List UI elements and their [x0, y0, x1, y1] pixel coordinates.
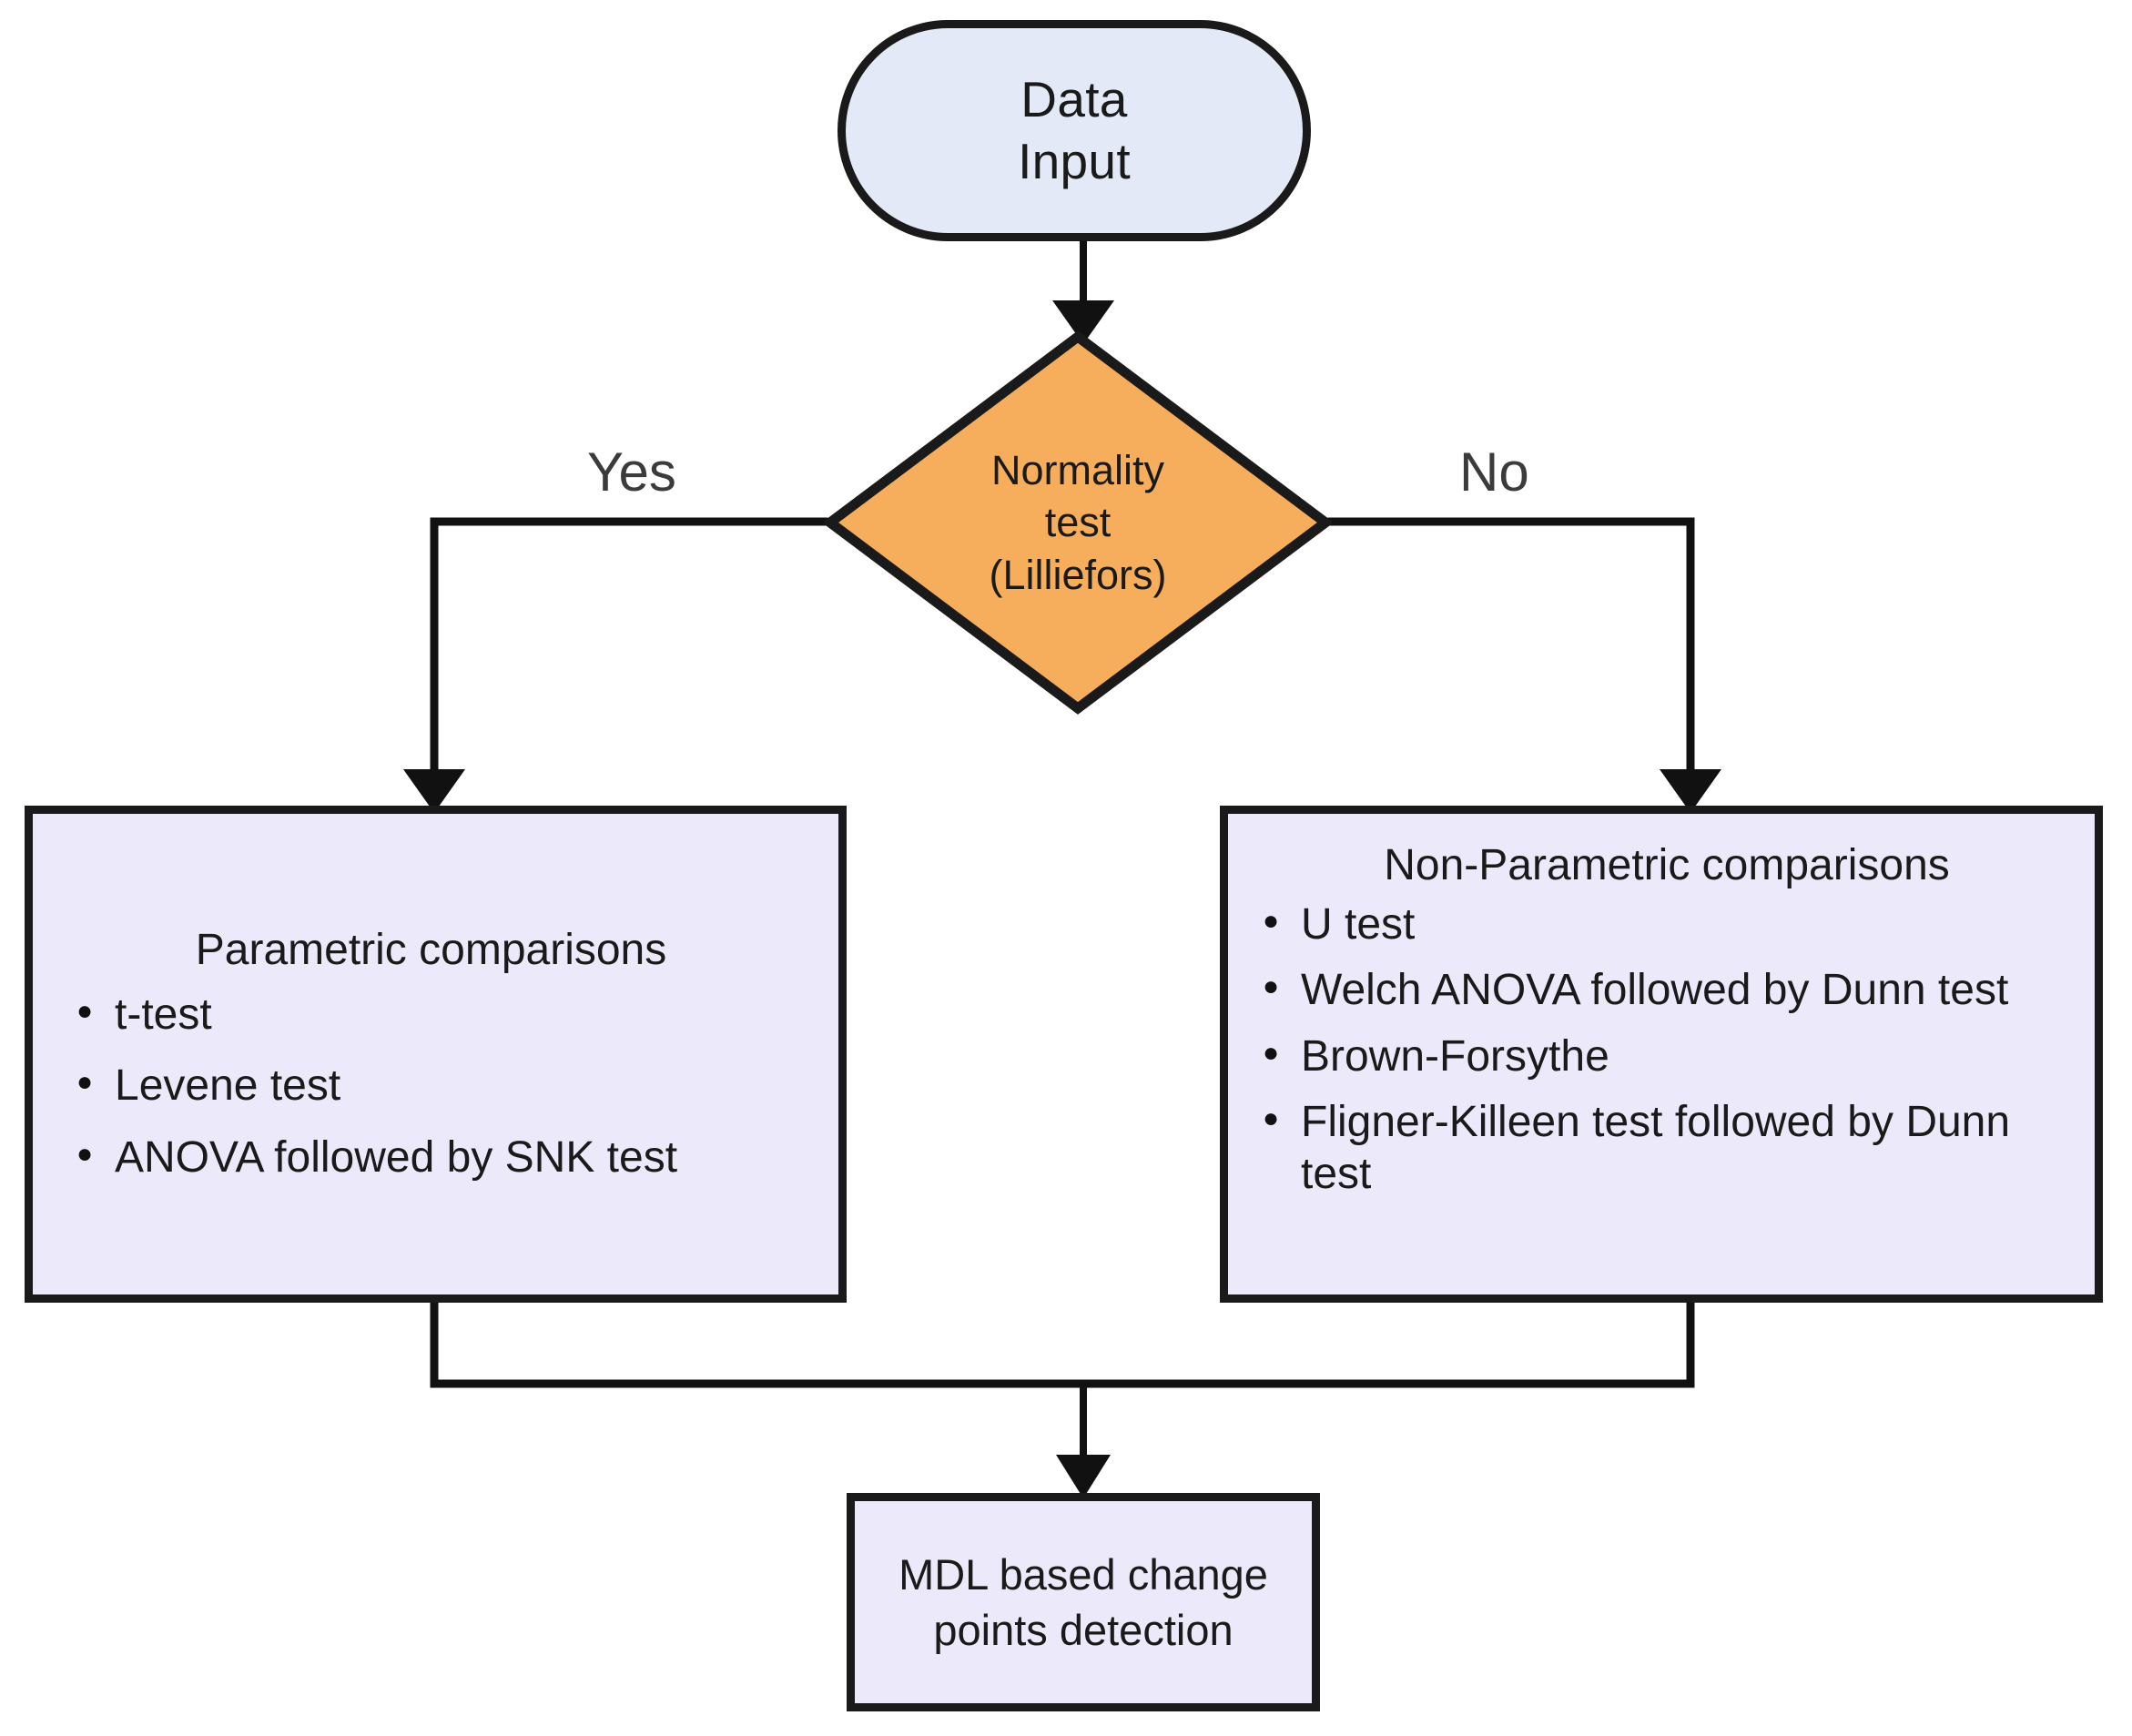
nonparametric-test-list: U test Welch ANOVA followed by Dunn test…	[1261, 898, 2073, 1201]
list-item: U test	[1261, 898, 2073, 951]
edge-label-yes: Yes	[587, 442, 676, 503]
list-item: Welch ANOVA followed by Dunn test	[1261, 963, 2073, 1017]
node-nonparametric-title: Non-Parametric comparisons	[1384, 841, 1950, 889]
edge-merge-to-result	[430, 1298, 1695, 1498]
list-item: t-test	[75, 988, 815, 1041]
node-parametric-comparisons[interactable]: Parametric comparisons t-test Levene tes…	[25, 806, 847, 1303]
node-normality-test-decision[interactable]: Normality test (Lilliefors)	[824, 330, 1332, 715]
diamond-shape	[824, 330, 1332, 715]
edge-decision-no	[1327, 517, 1721, 813]
node-nonparametric-comparisons[interactable]: Non-Parametric comparisons U test Welch …	[1220, 806, 2103, 1303]
edge-label-no: No	[1459, 442, 1529, 503]
node-decision-label: Normality test (Lilliefors)	[824, 330, 1332, 715]
node-mdl-line-2: points detection	[933, 1606, 1234, 1654]
edge-decision-yes	[403, 517, 828, 813]
parametric-test-list: t-test Levene test ANOVA followed by SNK…	[75, 988, 815, 1184]
list-item: ANOVA followed by SNK test	[75, 1131, 815, 1184]
node-mdl-line-1: MDL based change	[898, 1549, 1268, 1599]
list-item: Levene test	[75, 1059, 815, 1112]
node-parametric-title: Parametric comparisons	[195, 926, 667, 975]
list-item: Brown-Forsythe	[1261, 1030, 2073, 1083]
edge-start-to-decision	[1052, 241, 1114, 344]
node-decision-line-1: Normality	[990, 446, 1165, 493]
node-decision-line-2: test	[1044, 499, 1112, 546]
list-item: Fligner-Killeen test followed by Dunn te…	[1261, 1095, 2073, 1200]
node-decision-line-3: (Lilliefors)	[989, 551, 1167, 598]
node-data-input-line-1: Data	[1020, 71, 1128, 128]
node-data-input[interactable]: Data Input	[838, 20, 1311, 241]
node-mdl-change-point-detection[interactable]: MDL based change points detection	[847, 1493, 1320, 1711]
node-data-input-line-2: Input	[1018, 132, 1131, 189]
